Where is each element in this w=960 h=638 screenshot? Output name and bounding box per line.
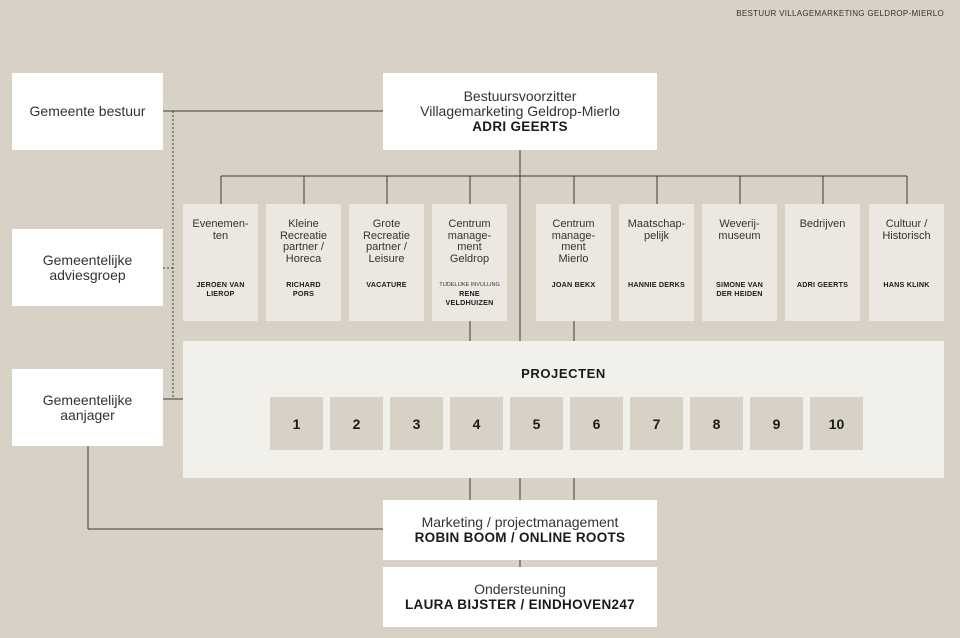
committee-role-line: partner / (366, 241, 407, 253)
committee-member-line: SIMONE VAN (716, 280, 763, 289)
marketing-name: ROBIN BOOM / ONLINE ROOTS (414, 530, 626, 545)
committee-member-line: JOAN BEKX (551, 280, 596, 289)
committee-member-line: HANNIE DERKS (627, 280, 686, 289)
project-tile: 1 (270, 397, 323, 450)
committee-role-line: Kleine (288, 218, 319, 230)
project-tile: 9 (750, 397, 803, 450)
marketing-box: Marketing / projectmanagement ROBIN BOOM… (383, 500, 657, 560)
project-tile: 10 (810, 397, 863, 450)
committee-role-line: Geldrop (449, 252, 490, 265)
committee-role-line: Evenemen- (192, 218, 249, 230)
committee-role-line: Grote (372, 218, 401, 230)
committee-member-note: TIJDELIJKE INVULLING (439, 282, 500, 288)
support-box: Ondersteuning LAURA BIJSTER / EINDHOVEN2… (383, 567, 657, 627)
aanjager-label-line1: Gemeentelijke (42, 391, 133, 408)
committee-member-line: HANS KLINK (883, 280, 930, 289)
committee-member: ADRI GEERTS (785, 280, 860, 302)
committee-role-line: ment (457, 241, 482, 253)
committee-role-line: Historisch (882, 229, 931, 242)
committee-role: Cultuur /Historisch (869, 218, 944, 242)
committee-member-line: LIEROP (206, 289, 235, 298)
aanjager-label-line2: aanjager (60, 406, 115, 423)
committee-member: JOAN BEKX (536, 280, 611, 302)
committee-member-line: RICHARD (286, 280, 321, 289)
adviesgroep-label-line2: adviesgroep (49, 266, 126, 283)
committee-member-line: PORS (292, 289, 315, 298)
committee-role: Maatschap-pelijk (619, 218, 694, 242)
committee-role-line: Bedrijven (799, 218, 846, 230)
committee-member: VACATURE (349, 280, 424, 302)
project-tile: 3 (390, 397, 443, 450)
gemeente-bestuur-label: Gemeente bestuur (29, 103, 146, 119)
committee-role-line: Leisure (368, 252, 405, 265)
committee-role-line: manage- (551, 229, 596, 242)
committee-role-line: Recreatie (279, 229, 328, 242)
committee-member-line: DER HEIDEN (716, 289, 763, 298)
committee-role: Weverij-museum (702, 218, 777, 242)
committee-role-line: manage- (447, 229, 492, 242)
chair-name: ADRI GEERTS (472, 119, 568, 134)
project-tile: 4 (450, 397, 503, 450)
chair-title: Bestuursvoorzitter (463, 88, 577, 104)
project-tile: 7 (630, 397, 683, 450)
committee-role: Bedrijven (785, 218, 860, 231)
support-name: LAURA BIJSTER / EINDHOVEN247 (405, 597, 635, 612)
committee-role-line: Horeca (285, 252, 322, 265)
project-tile: 2 (330, 397, 383, 450)
committee-role-line: museum (718, 229, 761, 242)
committee-member-line: RENE (459, 289, 480, 298)
committee-member: HANS KLINK (869, 280, 944, 302)
committee-role-line: ment (561, 241, 586, 253)
project-tile: 6 (570, 397, 623, 450)
committee-member-line: JEROEN VAN (196, 280, 245, 289)
marketing-role: Marketing / projectmanagement (421, 514, 619, 530)
committee-role-line: Weverij- (719, 218, 760, 230)
aanjager-box: Gemeentelijke aanjager (12, 369, 163, 446)
project-tile: 8 (690, 397, 743, 450)
committee-role-line: Centrum (552, 218, 595, 230)
adviesgroep-box: Gemeentelijke adviesgroep (12, 229, 163, 306)
support-role: Ondersteuning (474, 581, 566, 597)
committee-member-line: VELDHUIZEN (445, 298, 494, 307)
committee-role: Evenemen-ten (183, 218, 258, 242)
chair-box: Bestuursvoorzitter Villagemarketing Geld… (383, 73, 657, 150)
committee-member-line: ADRI GEERTS (796, 280, 849, 289)
committee-role-line: ten (212, 229, 229, 242)
committee-member: HANNIE DERKS (619, 280, 694, 302)
projects-title: PROJECTEN (521, 366, 606, 381)
committee-role-line: Centrum (448, 218, 491, 230)
committee-role-line: pelijk (643, 229, 670, 242)
gemeente-bestuur-box: Gemeente bestuur (12, 73, 163, 150)
page-header: BESTUUR VILLAGEMARKETING GELDROP-MIERLO (736, 9, 944, 18)
chair-organisation: Villagemarketing Geldrop-Mierlo (420, 103, 620, 119)
committee-role-line: partner / (283, 241, 324, 253)
committee-role-line: Maatschap- (627, 218, 686, 230)
committee-role-line: Recreatie (362, 229, 411, 242)
adviesgroep-label-line1: Gemeentelijke (42, 251, 133, 268)
committee-role-line: Cultuur / (885, 218, 928, 230)
committee-role-line: Mierlo (558, 252, 589, 265)
project-tile: 5 (510, 397, 563, 450)
committee-member-line: VACATURE (366, 280, 407, 289)
